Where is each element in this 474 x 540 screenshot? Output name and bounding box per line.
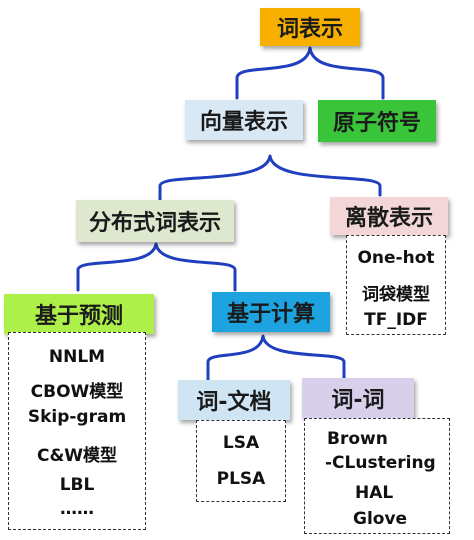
distributed-node: 分布式词表示	[76, 200, 234, 242]
brace-distributed	[76, 242, 237, 272]
tree-connectors	[76, 46, 385, 382]
word-word-node: 词-词	[302, 378, 414, 418]
word-word-item: -CLustering	[325, 453, 436, 473]
discrete-item: One-hot	[357, 248, 435, 268]
word-doc-item: LSA	[222, 433, 260, 453]
word-word-item: Brown	[327, 429, 388, 449]
prediction-item: C&W模型	[36, 446, 118, 466]
discrete-item: TF_IDF	[364, 310, 428, 330]
prediction-item: NNLM	[48, 347, 106, 367]
word-word-list-panel: Brown -CLustering HAL Glove	[304, 418, 450, 534]
prediction-item: Skip-gram	[27, 407, 127, 427]
prediction-item: ……	[60, 499, 94, 519]
word-word-item: HAL	[355, 483, 394, 503]
word-doc-item: PLSA	[216, 469, 266, 489]
vector-node: 向量表示	[185, 100, 303, 140]
discrete-list-panel: One-hot 词袋模型 TF_IDF	[346, 235, 446, 335]
prediction-list-panel: NNLM CBOW模型 Skip-gram C&W模型 LBL ……	[8, 332, 146, 530]
brace-vector	[158, 154, 382, 197]
word-doc-node: 词-文档	[178, 380, 290, 420]
computation-node: 基于计算	[212, 292, 330, 332]
atomic-node: 原子符号	[318, 100, 436, 142]
prediction-node: 基于预测	[4, 294, 154, 334]
word-doc-list-panel: LSA PLSA	[196, 420, 286, 502]
prediction-item: CBOW模型	[30, 382, 124, 402]
brace-computation	[206, 334, 346, 364]
prediction-item: LBL	[59, 475, 95, 495]
discrete-item: 词袋模型	[362, 285, 430, 305]
word-word-item: Glove	[353, 509, 408, 529]
brace-root	[235, 46, 385, 80]
root-node: 词表示	[260, 8, 360, 46]
discrete-node: 离散表示	[330, 197, 448, 235]
